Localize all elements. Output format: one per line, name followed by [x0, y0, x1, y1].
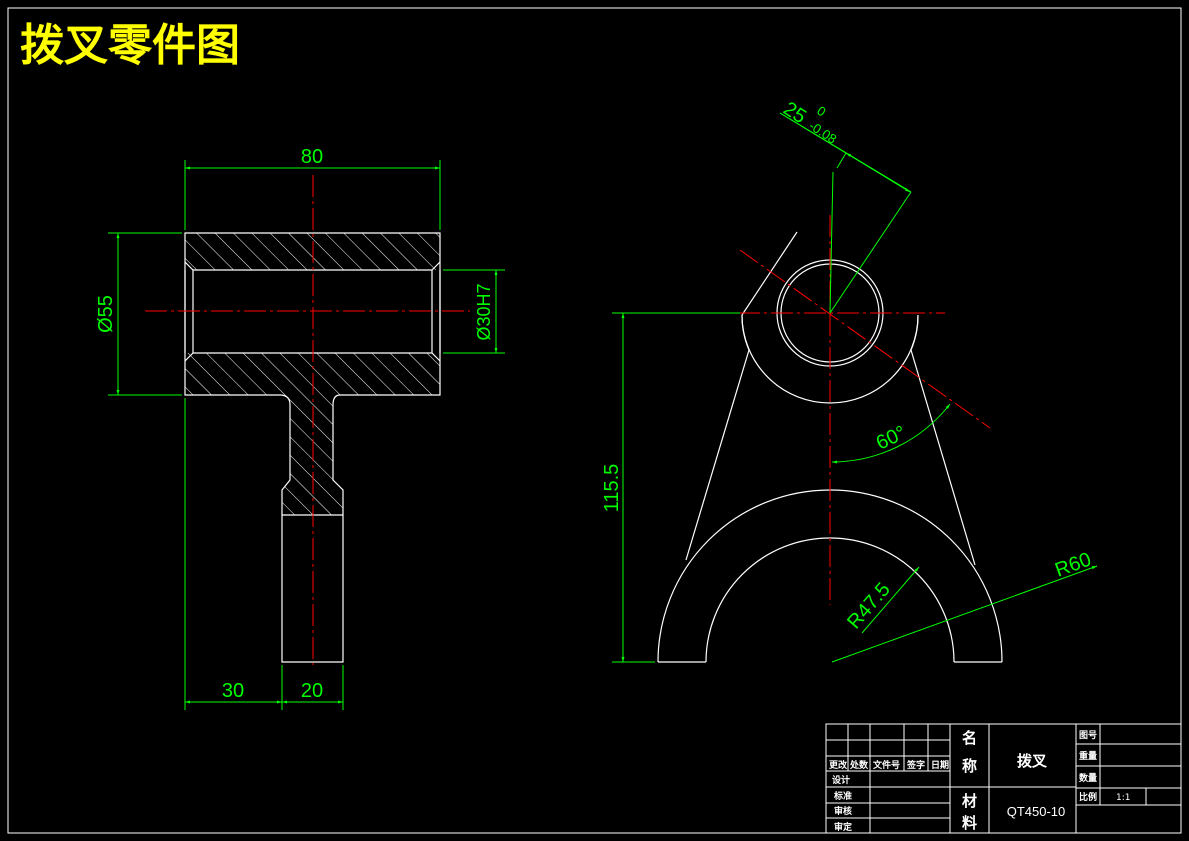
lug-edge — [741, 231, 798, 316]
tb-row-design: 设计 — [832, 774, 850, 786]
left-arm — [685, 349, 750, 561]
section-view: 80 Ø55 Ø30H7 30 20 — [95, 146, 505, 710]
dim-slot-25: 25 — [779, 98, 810, 129]
dim-width-80: 80 — [301, 146, 323, 168]
tb-name-label-2: 称 — [962, 757, 977, 775]
tb-header-sign: 签字 — [906, 759, 925, 771]
angled-centerline — [739, 249, 991, 429]
tb-name-label-1: 名 — [962, 729, 977, 747]
tb-material-label-1: 材 — [962, 792, 977, 810]
dim-radius-60: R60 — [1052, 548, 1094, 581]
hub-outer-arc — [741, 314, 919, 404]
dim-tol-lower: -0.08 — [806, 118, 839, 147]
drawing-frame — [7, 7, 1182, 834]
tb-quantity-label: 数量 — [1079, 772, 1097, 784]
dim-length-20: 20 — [301, 680, 323, 702]
tb-row-approve: 审定 — [834, 821, 853, 833]
tb-row-standardize: 标准 — [833, 790, 852, 802]
tb-material-value: QT450-10 — [1007, 804, 1066, 819]
tb-scale-label: 比例 — [1079, 791, 1097, 803]
tb-weight-label: 重量 — [1079, 750, 1097, 762]
dim-angle-60: 60° — [873, 422, 910, 455]
dim-dia-30h7: Ø30H7 — [474, 283, 494, 340]
front-view: 25 0 -0.08 60° 115.5 R47.5 R60 — [601, 98, 1098, 663]
dim-tol-upper: 0 — [814, 103, 828, 120]
tb-header-doc-no: 文件号 — [872, 759, 900, 771]
fork-outline-section — [184, 232, 441, 663]
tb-material-label-2: 料 — [962, 814, 977, 832]
drawing-title: 拨叉零件图 — [20, 20, 240, 71]
dim-height-115: 115.5 — [601, 464, 623, 513]
tb-row-review: 审核 — [834, 805, 852, 817]
dim-length-30: 30 — [222, 680, 244, 702]
title-block: 更改 处数 文件号 签字 日期 设计 标准 审核 审定 图号 重量 数量 比例 … — [825, 723, 1182, 834]
tb-header-change: 更改 — [829, 759, 848, 771]
tb-name-value: 拨叉 — [1017, 752, 1048, 770]
tb-header-date: 日期 — [931, 759, 949, 771]
tb-drawing-no-label: 图号 — [1079, 730, 1097, 741]
tb-header-count: 处数 — [849, 759, 869, 771]
tb-scale-value: 1:1 — [1116, 793, 1130, 803]
dim-dia-55: Ø55 — [95, 295, 117, 333]
